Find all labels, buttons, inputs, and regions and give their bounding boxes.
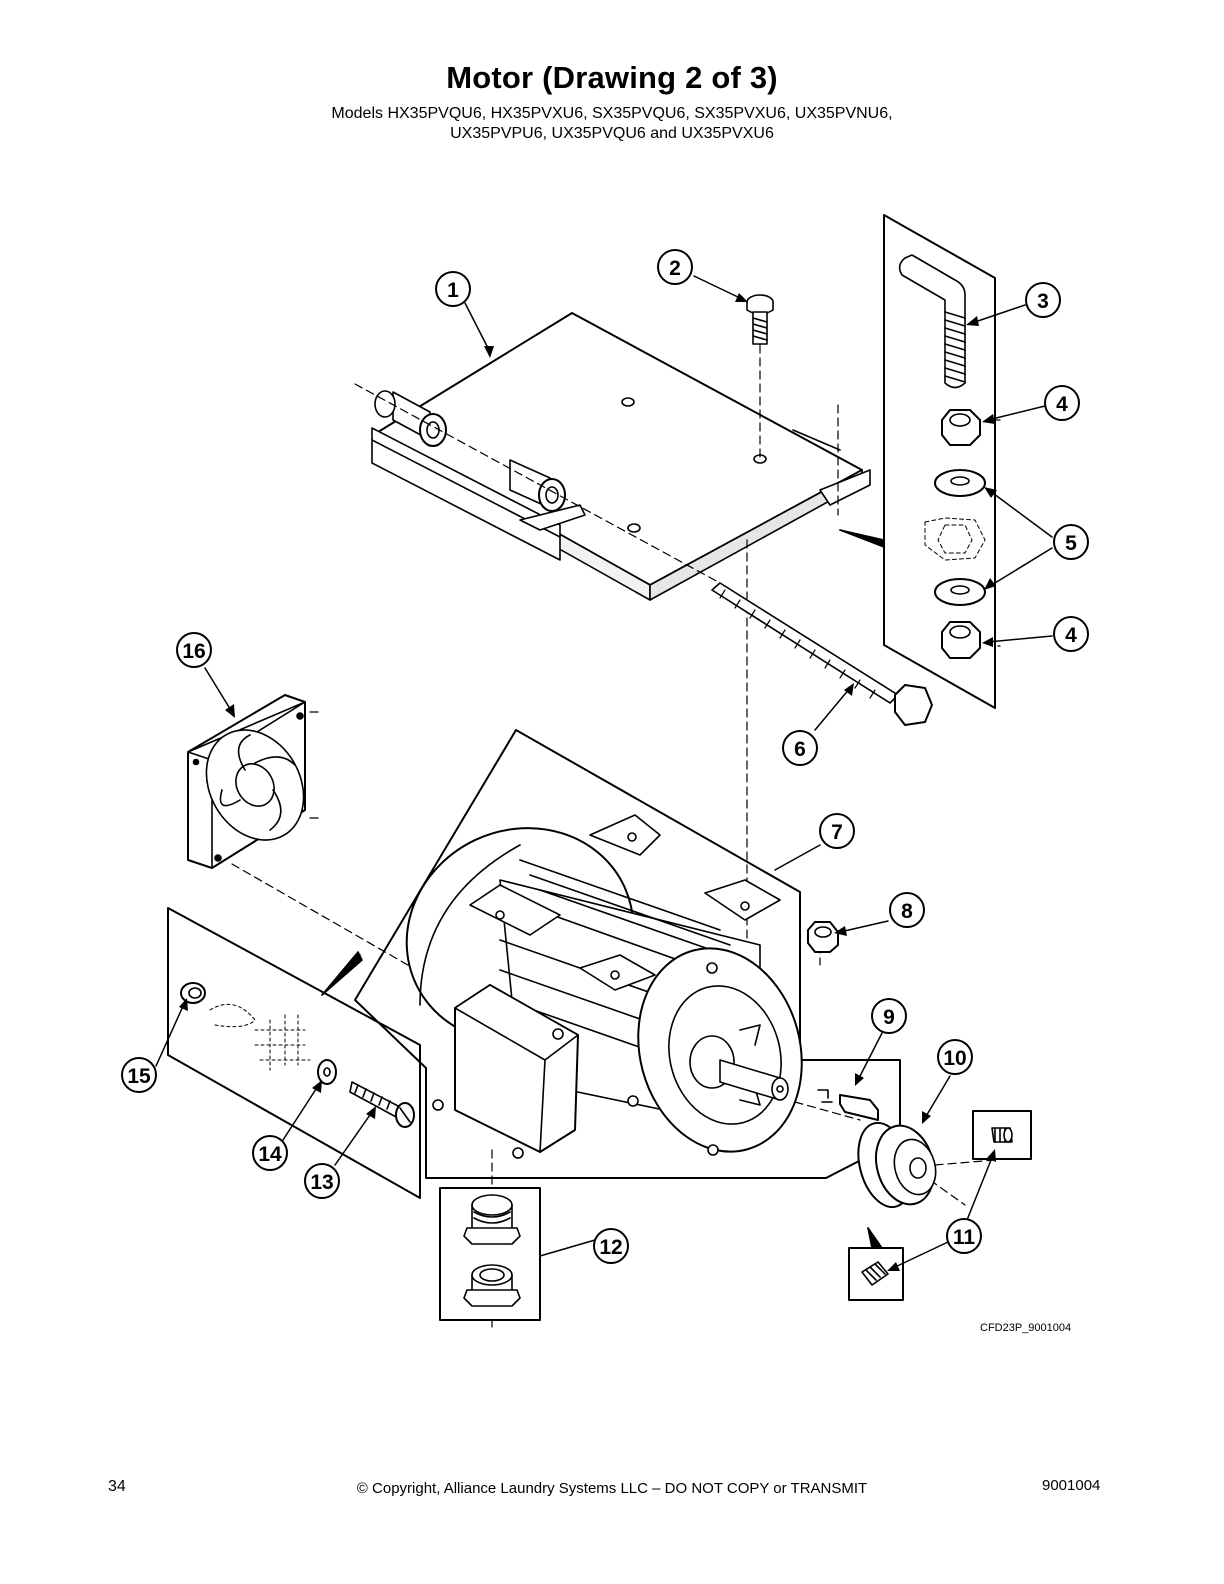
callout-label: 1: [447, 279, 459, 302]
callout-label: 15: [127, 1065, 151, 1088]
callout-label: 3: [1037, 290, 1049, 313]
callout: 4: [1053, 616, 1089, 652]
electric-motor: [405, 814, 803, 1159]
washer: [317, 1059, 337, 1085]
long-hex-bolt: [711, 582, 933, 726]
page-number: 34: [108, 1478, 126, 1495]
page-title: Motor (Drawing 2 of 3): [446, 60, 778, 95]
setscrew-inset: [972, 1110, 1032, 1160]
copyright-notice: © Copyright, Alliance Laundry Systems LL…: [356, 1480, 868, 1497]
callout-label: 6: [794, 738, 806, 761]
callout: 13: [304, 1163, 340, 1199]
callout: 15: [121, 1057, 157, 1093]
fastener-panel: [167, 907, 421, 1199]
callout: 2: [657, 249, 693, 285]
lock-nut: [180, 982, 206, 1004]
callout-label: 12: [599, 1236, 622, 1259]
phantom-nut: [924, 517, 986, 561]
callout: 11: [946, 1218, 982, 1254]
callout: 7: [819, 813, 855, 849]
set-screw: [991, 1127, 1013, 1143]
callout: 14: [252, 1135, 288, 1171]
callout: 4: [1044, 385, 1080, 421]
conduit-fitting: [463, 1194, 521, 1245]
callout-label: 8: [901, 900, 913, 923]
callout-label: 10: [943, 1047, 966, 1070]
callout: 12: [593, 1228, 629, 1264]
callout-label: 13: [310, 1171, 333, 1194]
cooling-fan: [187, 694, 306, 869]
hinge-tube: [509, 459, 566, 512]
models-line-1: Models HX35PVQU6, HX35PVXU6, SX35PVQU6, …: [331, 105, 893, 122]
hinge-tube: [374, 390, 447, 447]
leader-lines: [155, 275, 1053, 1271]
mount-plate: [371, 312, 871, 601]
callout: 1: [435, 271, 471, 307]
shaft-key: [817, 1089, 879, 1121]
callout: 3: [1025, 282, 1061, 318]
callout-label: 5: [1065, 532, 1077, 555]
callout: 9: [871, 998, 907, 1034]
hex-nut: [941, 409, 981, 446]
callout: 5: [1053, 524, 1089, 560]
callout-label: 2: [669, 257, 681, 280]
callout-label: 14: [258, 1143, 282, 1166]
hex-nut-small: [807, 921, 839, 953]
callout-label: 11: [953, 1226, 976, 1249]
callout-label: 4: [1065, 624, 1077, 647]
model-list: Models HX35PVQU6, HX35PVXU6, SX35PVQU6, …: [0, 104, 1224, 144]
callout: 8: [889, 892, 925, 928]
pulley: [857, 1121, 937, 1209]
callout-label: 4: [1056, 393, 1068, 416]
conduit-locknut: [463, 1264, 521, 1307]
set-screw: [861, 1261, 889, 1286]
screw: [349, 1081, 415, 1128]
flat-washer: [934, 578, 986, 606]
models-line-2: UX35PVPU6, UX35PVQU6 and UX35PVXU6: [450, 125, 774, 142]
drawing-code: CFD23P_9001004: [980, 1322, 1071, 1334]
callout-label: 9: [883, 1006, 895, 1029]
callout: 6: [782, 730, 818, 766]
carriage-bolt: [746, 294, 774, 345]
phantom-grille: [209, 1003, 311, 1071]
document-number: 9001004: [1042, 1477, 1101, 1494]
callout: 10: [937, 1039, 973, 1075]
j-bolt: [898, 254, 966, 389]
callout-label: 16: [182, 640, 205, 663]
callout: 16: [176, 632, 212, 668]
hex-nut: [941, 621, 981, 659]
callout-label: 7: [831, 821, 843, 844]
flat-washer: [934, 469, 986, 497]
